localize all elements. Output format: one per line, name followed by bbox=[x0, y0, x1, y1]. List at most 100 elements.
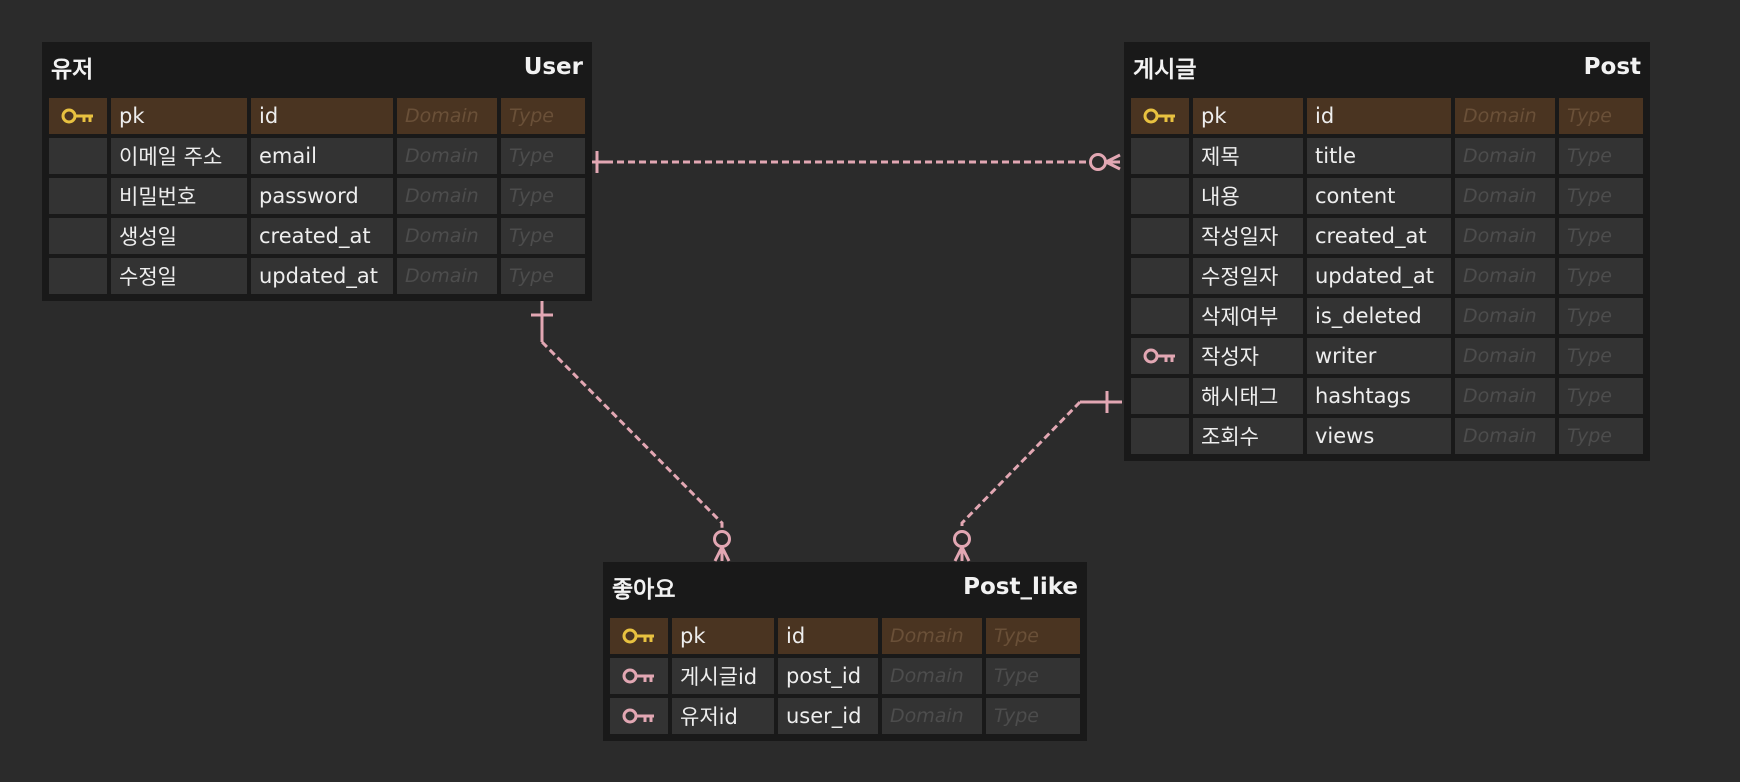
column-logical-name[interactable]: pk bbox=[111, 98, 247, 134]
column-domain-placeholder[interactable]: Domain bbox=[1455, 98, 1555, 134]
column-domain-placeholder[interactable]: Domain bbox=[397, 138, 497, 174]
column-logical-name[interactable]: 이메일 주소 bbox=[111, 138, 247, 174]
column-domain-placeholder[interactable]: Domain bbox=[1455, 218, 1555, 254]
column-physical-name[interactable]: user_id bbox=[778, 698, 878, 734]
column-logical-name[interactable]: 유저id bbox=[672, 698, 774, 734]
column-domain-placeholder[interactable]: Domain bbox=[1455, 138, 1555, 174]
column-physical-name[interactable]: id bbox=[251, 98, 393, 134]
column-domain-placeholder[interactable]: Domain bbox=[882, 658, 982, 694]
column-type-placeholder[interactable]: Type bbox=[1559, 138, 1643, 174]
column-logical-name[interactable]: 내용 bbox=[1193, 178, 1303, 214]
column-logical-name[interactable]: 해시태그 bbox=[1193, 378, 1303, 414]
column-domain-placeholder[interactable]: Domain bbox=[882, 698, 982, 734]
column-domain-placeholder[interactable]: Domain bbox=[1455, 298, 1555, 334]
key-cell bbox=[610, 618, 668, 654]
column-type-placeholder[interactable]: Type bbox=[501, 138, 585, 174]
key-cell bbox=[1131, 218, 1189, 254]
column-physical-name[interactable]: writer bbox=[1307, 338, 1451, 374]
column-logical-name[interactable]: 작성일자 bbox=[1193, 218, 1303, 254]
column-physical-name[interactable]: content bbox=[1307, 178, 1451, 214]
column-physical-name[interactable]: id bbox=[1307, 98, 1451, 134]
column-domain-placeholder[interactable]: Domain bbox=[1455, 178, 1555, 214]
column-physical-name[interactable]: is_deleted bbox=[1307, 298, 1451, 334]
column-type-placeholder[interactable]: Type bbox=[1559, 218, 1643, 254]
column-domain-placeholder[interactable]: Domain bbox=[882, 618, 982, 654]
column-logical-name[interactable]: 게시글id bbox=[672, 658, 774, 694]
fk-key-icon bbox=[621, 665, 657, 687]
key-cell bbox=[1131, 418, 1189, 454]
column-physical-name[interactable]: password bbox=[251, 178, 393, 214]
column-logical-name[interactable]: 작성자 bbox=[1193, 338, 1303, 374]
column-type-placeholder[interactable]: Type bbox=[501, 258, 585, 294]
column-logical-name[interactable]: pk bbox=[672, 618, 774, 654]
column-logical-name[interactable]: 수정일 bbox=[111, 258, 247, 294]
column-physical-name[interactable]: post_id bbox=[778, 658, 878, 694]
column-logical-name[interactable]: 제목 bbox=[1193, 138, 1303, 174]
column-type-placeholder[interactable]: Type bbox=[1559, 258, 1643, 294]
relation-user-post[interactable] bbox=[584, 151, 1121, 173]
column-domain-placeholder[interactable]: Domain bbox=[397, 258, 497, 294]
column-domain-placeholder[interactable]: Domain bbox=[1455, 378, 1555, 414]
column-type-placeholder[interactable]: Type bbox=[986, 698, 1080, 734]
column-physical-name[interactable]: title bbox=[1307, 138, 1451, 174]
column-physical-name[interactable]: email bbox=[251, 138, 393, 174]
column-domain-placeholder[interactable]: Domain bbox=[1455, 418, 1555, 454]
column-type-placeholder[interactable]: Type bbox=[501, 218, 585, 254]
column-domain-placeholder[interactable]: Domain bbox=[1455, 338, 1555, 374]
column-physical-name[interactable]: created_at bbox=[1307, 218, 1451, 254]
column-type-placeholder[interactable]: Type bbox=[501, 178, 585, 214]
column-logical-name[interactable]: 수정일자 bbox=[1193, 258, 1303, 294]
column-physical-name[interactable]: updated_at bbox=[251, 258, 393, 294]
column-type-placeholder[interactable]: Type bbox=[1559, 98, 1643, 134]
column-physical-name[interactable]: hashtags bbox=[1307, 378, 1451, 414]
column-type-placeholder[interactable]: Type bbox=[1559, 298, 1643, 334]
column-type-placeholder[interactable]: Type bbox=[1559, 338, 1643, 374]
column-physical-name[interactable]: updated_at bbox=[1307, 258, 1451, 294]
column-logical-name[interactable]: 비밀번호 bbox=[111, 178, 247, 214]
column-type-placeholder[interactable]: Type bbox=[986, 618, 1080, 654]
column-physical-name[interactable]: created_at bbox=[251, 218, 393, 254]
fk-key-icon bbox=[621, 705, 657, 727]
column-domain-placeholder[interactable]: Domain bbox=[397, 98, 497, 134]
column-logical-name[interactable]: 삭제여부 bbox=[1193, 298, 1303, 334]
column-type-placeholder[interactable]: Type bbox=[986, 658, 1080, 694]
column-type-placeholder[interactable]: Type bbox=[501, 98, 585, 134]
column-physical-name[interactable]: id bbox=[778, 618, 878, 654]
column-logical-name[interactable]: pk bbox=[1193, 98, 1303, 134]
relation-user-postlike[interactable] bbox=[531, 300, 731, 562]
column-domain-placeholder[interactable]: Domain bbox=[1455, 258, 1555, 294]
column-type-placeholder[interactable]: Type bbox=[1559, 178, 1643, 214]
column-type-placeholder[interactable]: Type bbox=[1559, 418, 1643, 454]
column-logical-name[interactable]: 조회수 bbox=[1193, 418, 1303, 454]
column-logical-name[interactable]: 생성일 bbox=[111, 218, 247, 254]
column-domain-placeholder[interactable]: Domain bbox=[397, 218, 497, 254]
relation-post-postlike[interactable] bbox=[953, 391, 1123, 562]
column-physical-name[interactable]: views bbox=[1307, 418, 1451, 454]
column-domain-placeholder[interactable]: Domain bbox=[397, 178, 497, 214]
column-type-placeholder[interactable]: Type bbox=[1559, 378, 1643, 414]
key-cell bbox=[49, 178, 107, 214]
